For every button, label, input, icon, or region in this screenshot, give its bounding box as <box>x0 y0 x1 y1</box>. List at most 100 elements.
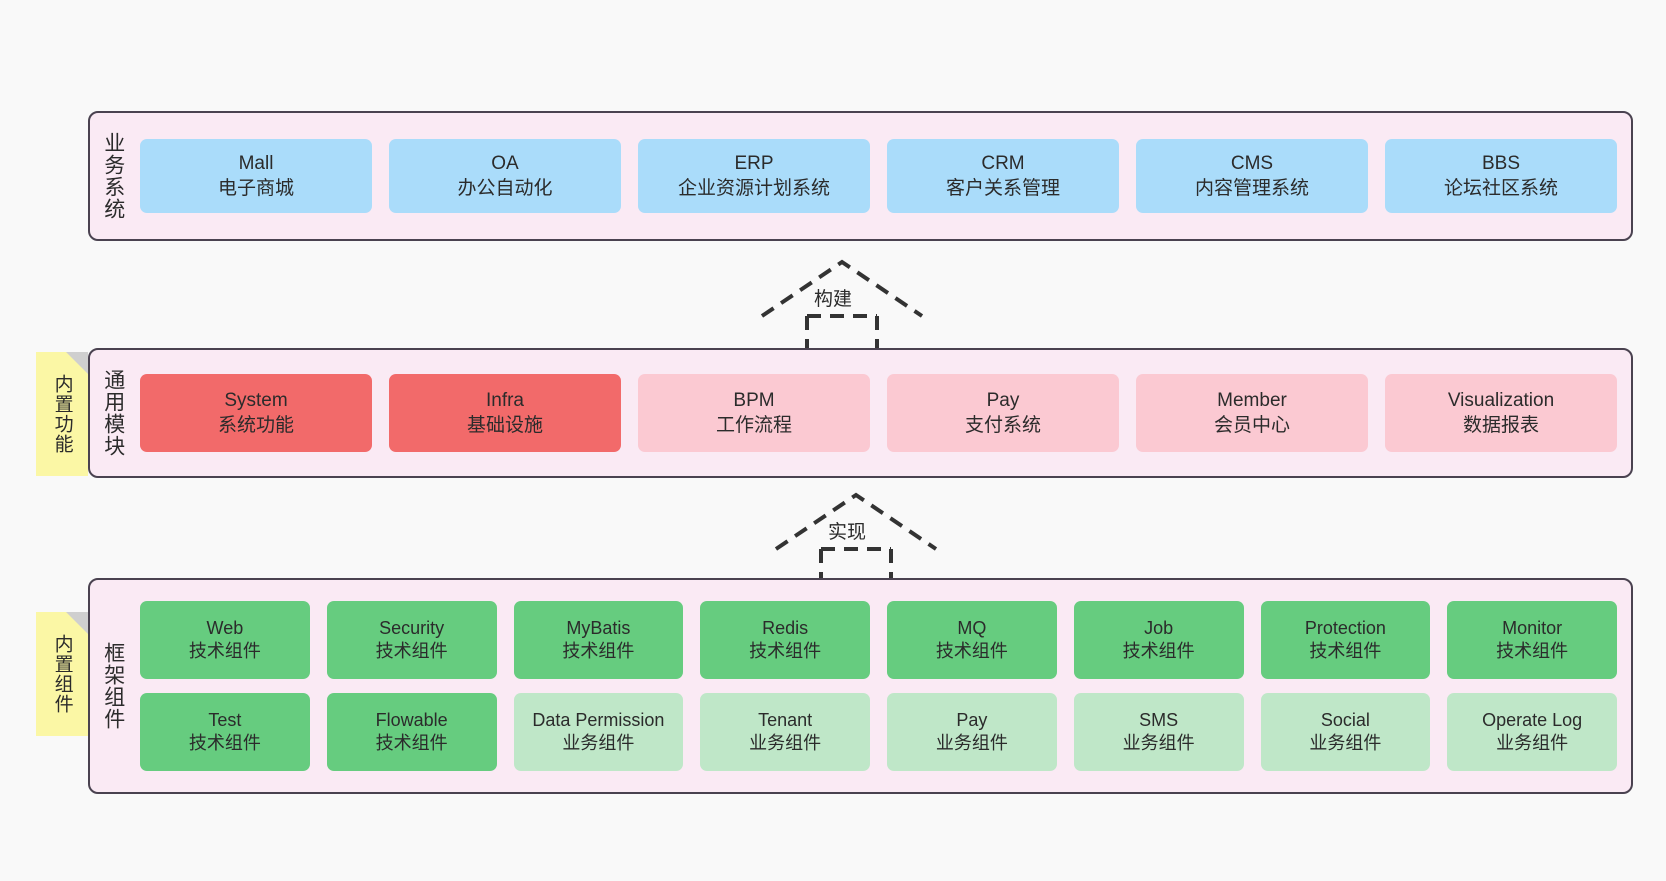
card-erp[interactable]: ERP 企业资源计划系统 <box>638 139 870 213</box>
card-bbs[interactable]: BBS 论坛社区系统 <box>1385 139 1617 213</box>
card-subtitle: 技术组件 <box>1496 641 1569 661</box>
card-subtitle: 技术组件 <box>935 641 1008 661</box>
relation-arrow-implement <box>774 492 938 581</box>
card-title: Tenant <box>758 709 813 730</box>
layer-panel-framework: 框架组件 Web 技术组件 Security 技术组件 MyBatis 技术组件… <box>88 578 1633 794</box>
card-title: Protection <box>1304 617 1386 638</box>
card-subtitle: 技术组件 <box>375 733 448 753</box>
card-title: Web <box>206 617 244 638</box>
card-title: SMS <box>1139 709 1179 730</box>
card-security[interactable]: Security 技术组件 <box>326 601 497 679</box>
card-title: OA <box>491 152 519 174</box>
card-title: Infra <box>485 389 525 411</box>
card-title: Security <box>379 617 445 638</box>
card-protection[interactable]: Protection 技术组件 <box>1260 601 1431 679</box>
card-subtitle: 技术组件 <box>1309 641 1382 661</box>
layer-body-modules: System 系统功能 Infra 基础设施 BPM 工作流程 Pay 支付系统… <box>136 350 1631 476</box>
card-title: Pay <box>956 709 988 730</box>
card-title: Job <box>1144 617 1174 638</box>
card-oa[interactable]: OA 办公自动化 <box>389 139 621 213</box>
card-subtitle: 电子商城 <box>217 178 294 199</box>
card-subtitle: 系统功能 <box>217 415 294 436</box>
card-cms[interactable]: CMS 内容管理系统 <box>1136 139 1368 213</box>
card-member[interactable]: Member 会员中心 <box>1136 374 1368 452</box>
relation-label-build: 构建 <box>814 289 853 310</box>
card-tenant[interactable]: Tenant 业务组件 <box>700 693 870 771</box>
card-test[interactable]: Test 技术组件 <box>140 693 310 771</box>
card-crm[interactable]: CRM 客户关系管理 <box>887 139 1119 213</box>
card-title: Data Permission <box>532 709 665 730</box>
layer-title-business: 业务系统 <box>101 132 125 220</box>
card-title: Monitor <box>1502 617 1563 638</box>
layer-title-framework: 框架组件 <box>101 642 125 730</box>
card-subtitle: 会员中心 <box>1213 415 1290 436</box>
note-tab-builtin-features: 内置功能 <box>36 352 88 476</box>
note-tab-builtin-components: 内置组件 <box>36 612 88 736</box>
card-row-framework-business: Test 技术组件 Flowable 技术组件 Data Permission … <box>140 693 1617 771</box>
card-title: CRM <box>981 152 1025 174</box>
card-subtitle: 数据报表 <box>1462 415 1539 436</box>
card-pay-component[interactable]: Pay 业务组件 <box>887 693 1057 771</box>
card-title: Test <box>208 709 242 730</box>
card-data-permission[interactable]: Data Permission 业务组件 <box>513 693 684 771</box>
card-row-business: Mall 电子商城 OA 办公自动化 ERP 企业资源计划系统 CRM 客户关系… <box>140 139 1617 213</box>
card-title: BPM <box>733 389 775 411</box>
card-title: BBS <box>1481 152 1521 174</box>
card-flowable[interactable]: Flowable 技术组件 <box>326 693 497 771</box>
card-row-modules: System 系统功能 Infra 基础设施 BPM 工作流程 Pay 支付系统… <box>140 374 1617 452</box>
card-title: Flowable <box>375 709 448 730</box>
card-web[interactable]: Web 技术组件 <box>140 601 310 679</box>
card-title: Operate Log <box>1482 709 1583 730</box>
card-mall[interactable]: Mall 电子商城 <box>140 139 372 213</box>
card-subtitle: 支付系统 <box>964 415 1041 436</box>
card-title: Social <box>1320 709 1370 730</box>
card-title: CMS <box>1230 152 1274 174</box>
card-subtitle: 业务组件 <box>1309 733 1382 753</box>
card-redis[interactable]: Redis 技术组件 <box>700 601 870 679</box>
card-title: Mall <box>238 152 274 174</box>
card-title: Member <box>1217 389 1287 411</box>
card-subtitle: 工作流程 <box>715 415 792 436</box>
card-subtitle: 客户关系管理 <box>945 178 1060 199</box>
card-title: System <box>224 389 288 411</box>
card-subtitle: 办公自动化 <box>457 178 553 199</box>
relation-label-implement: 实现 <box>828 522 867 543</box>
note-tab-label: 内置功能 <box>51 374 73 454</box>
card-title: Visualization <box>1447 389 1555 411</box>
card-subtitle: 技术组件 <box>749 641 822 661</box>
card-pay-module[interactable]: Pay 支付系统 <box>887 374 1119 452</box>
card-subtitle: 业务组件 <box>1496 733 1569 753</box>
card-operate-log[interactable]: Operate Log 业务组件 <box>1447 693 1617 771</box>
layer-panel-modules: 通用模块 System 系统功能 Infra 基础设施 BPM 工作流程 Pay… <box>88 348 1633 478</box>
card-mq[interactable]: MQ 技术组件 <box>887 601 1057 679</box>
card-bpm[interactable]: BPM 工作流程 <box>638 374 870 452</box>
card-title: MyBatis <box>566 617 631 638</box>
card-subtitle: 业务组件 <box>1122 733 1195 753</box>
layer-body-framework: Web 技术组件 Security 技术组件 MyBatis 技术组件 Redi… <box>136 580 1631 792</box>
card-subtitle: 业务组件 <box>562 733 635 753</box>
card-subtitle: 基础设施 <box>466 415 543 436</box>
card-subtitle: 企业资源计划系统 <box>677 178 830 199</box>
card-system[interactable]: System 系统功能 <box>140 374 372 452</box>
card-title: Pay <box>986 389 1020 411</box>
layer-panel-business: 业务系统 Mall 电子商城 OA 办公自动化 ERP 企业资源计划系统 CRM… <box>88 111 1633 241</box>
card-subtitle: 内容管理系统 <box>1194 178 1309 199</box>
card-subtitle: 技术组件 <box>188 641 261 661</box>
card-subtitle: 技术组件 <box>562 641 635 661</box>
card-subtitle: 技术组件 <box>375 641 448 661</box>
layer-title-modules: 通用模块 <box>101 369 125 457</box>
card-mybatis[interactable]: MyBatis 技术组件 <box>513 601 684 679</box>
card-sms[interactable]: SMS 业务组件 <box>1073 693 1244 771</box>
card-title: Redis <box>762 617 809 638</box>
card-subtitle: 论坛社区系统 <box>1443 178 1558 199</box>
card-job[interactable]: Job 技术组件 <box>1073 601 1244 679</box>
card-row-framework-tech: Web 技术组件 Security 技术组件 MyBatis 技术组件 Redi… <box>140 601 1617 679</box>
layer-body-business: Mall 电子商城 OA 办公自动化 ERP 企业资源计划系统 CRM 客户关系… <box>136 113 1631 239</box>
card-infra[interactable]: Infra 基础设施 <box>389 374 621 452</box>
card-title: ERP <box>734 152 774 174</box>
relation-arrow-build <box>760 259 924 348</box>
card-social[interactable]: Social 业务组件 <box>1260 693 1431 771</box>
card-visualization[interactable]: Visualization 数据报表 <box>1385 374 1617 452</box>
card-monitor[interactable]: Monitor 技术组件 <box>1447 601 1617 679</box>
